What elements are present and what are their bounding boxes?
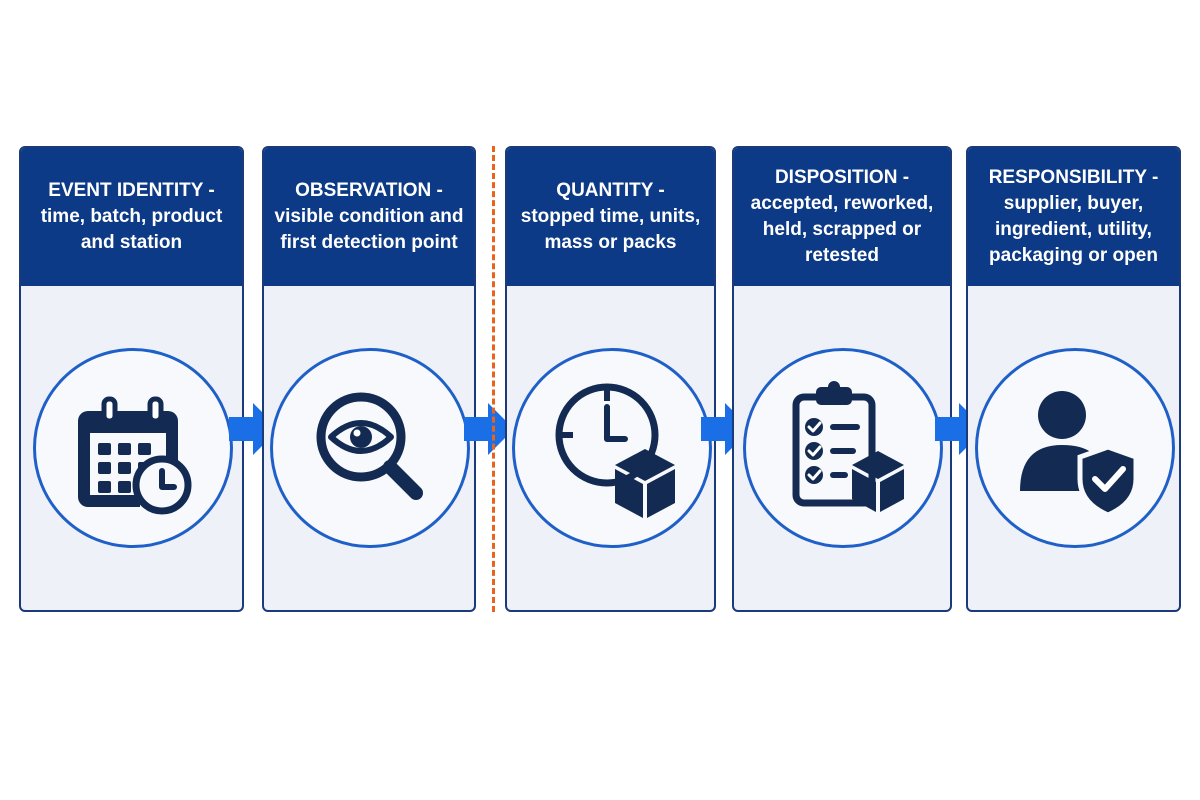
step-title: QUANTITY - xyxy=(556,180,665,201)
step-title: DISPOSITION - xyxy=(774,167,910,188)
step-card-observation: OBSERVATION - visible condition and firs… xyxy=(262,146,476,612)
step-header: RESPONSIBILITY - supplier, buyer, ingred… xyxy=(968,148,1179,286)
step-header-text: EVENT IDENTITY - time, batch, product an… xyxy=(41,178,223,256)
clock-box-icon xyxy=(555,383,675,518)
step-body xyxy=(21,286,242,610)
step-body xyxy=(264,286,474,610)
person-shield-icon xyxy=(1019,391,1138,518)
step-detail-line: time, batch, product xyxy=(40,206,223,227)
calendar-clock-icon xyxy=(77,396,191,515)
magnifier-eye-icon xyxy=(316,392,423,500)
step-detail-line: first detection point xyxy=(280,232,458,253)
step-detail-line: retested xyxy=(805,245,879,266)
step-detail-line: accepted, reworked, xyxy=(750,193,934,214)
step-title: EVENT IDENTITY - xyxy=(48,180,215,201)
arrow-right-icon xyxy=(229,403,279,455)
step-card-disposition: DISPOSITION - accepted, reworked, held, … xyxy=(732,146,952,612)
step-title: RESPONSIBILITY - xyxy=(988,167,1159,188)
step-detail-line: visible condition and xyxy=(274,206,464,227)
arrow-right-icon xyxy=(701,403,751,455)
step-body xyxy=(734,286,950,610)
arrow-right-icon xyxy=(935,403,985,455)
icon-circle xyxy=(270,348,470,548)
step-header-text: QUANTITY - stopped time, units, mass or … xyxy=(521,178,700,256)
step-body xyxy=(507,286,714,610)
step-detail-line: and station xyxy=(80,232,183,253)
step-detail-line: ingredient, utility, xyxy=(995,219,1152,240)
step-header: DISPOSITION - accepted, reworked, held, … xyxy=(734,148,950,286)
step-title: OBSERVATION - xyxy=(295,180,443,201)
step-detail-line: packaging or open xyxy=(989,245,1158,266)
step-detail-line: supplier, buyer, xyxy=(1003,193,1144,214)
step-header: OBSERVATION - visible condition and firs… xyxy=(264,148,474,286)
step-header: EVENT IDENTITY - time, batch, product an… xyxy=(21,148,242,286)
dashed-divider xyxy=(492,146,495,612)
step-detail-line: held, scrapped or xyxy=(762,219,922,240)
step-card-event-identity: EVENT IDENTITY - time, batch, product an… xyxy=(19,146,244,612)
step-header-text: DISPOSITION - accepted, reworked, held, … xyxy=(751,165,934,269)
step-detail-line: mass or packs xyxy=(544,232,677,253)
icon-circle xyxy=(32,348,233,548)
step-header-text: OBSERVATION - visible condition and firs… xyxy=(275,178,464,256)
icon-circle xyxy=(743,348,943,548)
step-header-text: RESPONSIBILITY - supplier, buyer, ingred… xyxy=(989,165,1159,269)
icon-circle xyxy=(511,348,712,548)
step-body xyxy=(968,286,1179,610)
step-card-responsibility: RESPONSIBILITY - supplier, buyer, ingred… xyxy=(966,146,1181,612)
step-card-quantity: QUANTITY - stopped time, units, mass or … xyxy=(505,146,716,612)
step-header: QUANTITY - stopped time, units, mass or … xyxy=(507,148,714,286)
clipboard-checklist-box-icon xyxy=(792,381,904,512)
arrow-right-icon xyxy=(464,403,514,455)
step-detail-line: stopped time, units, xyxy=(520,206,701,227)
icon-circle xyxy=(974,348,1175,548)
